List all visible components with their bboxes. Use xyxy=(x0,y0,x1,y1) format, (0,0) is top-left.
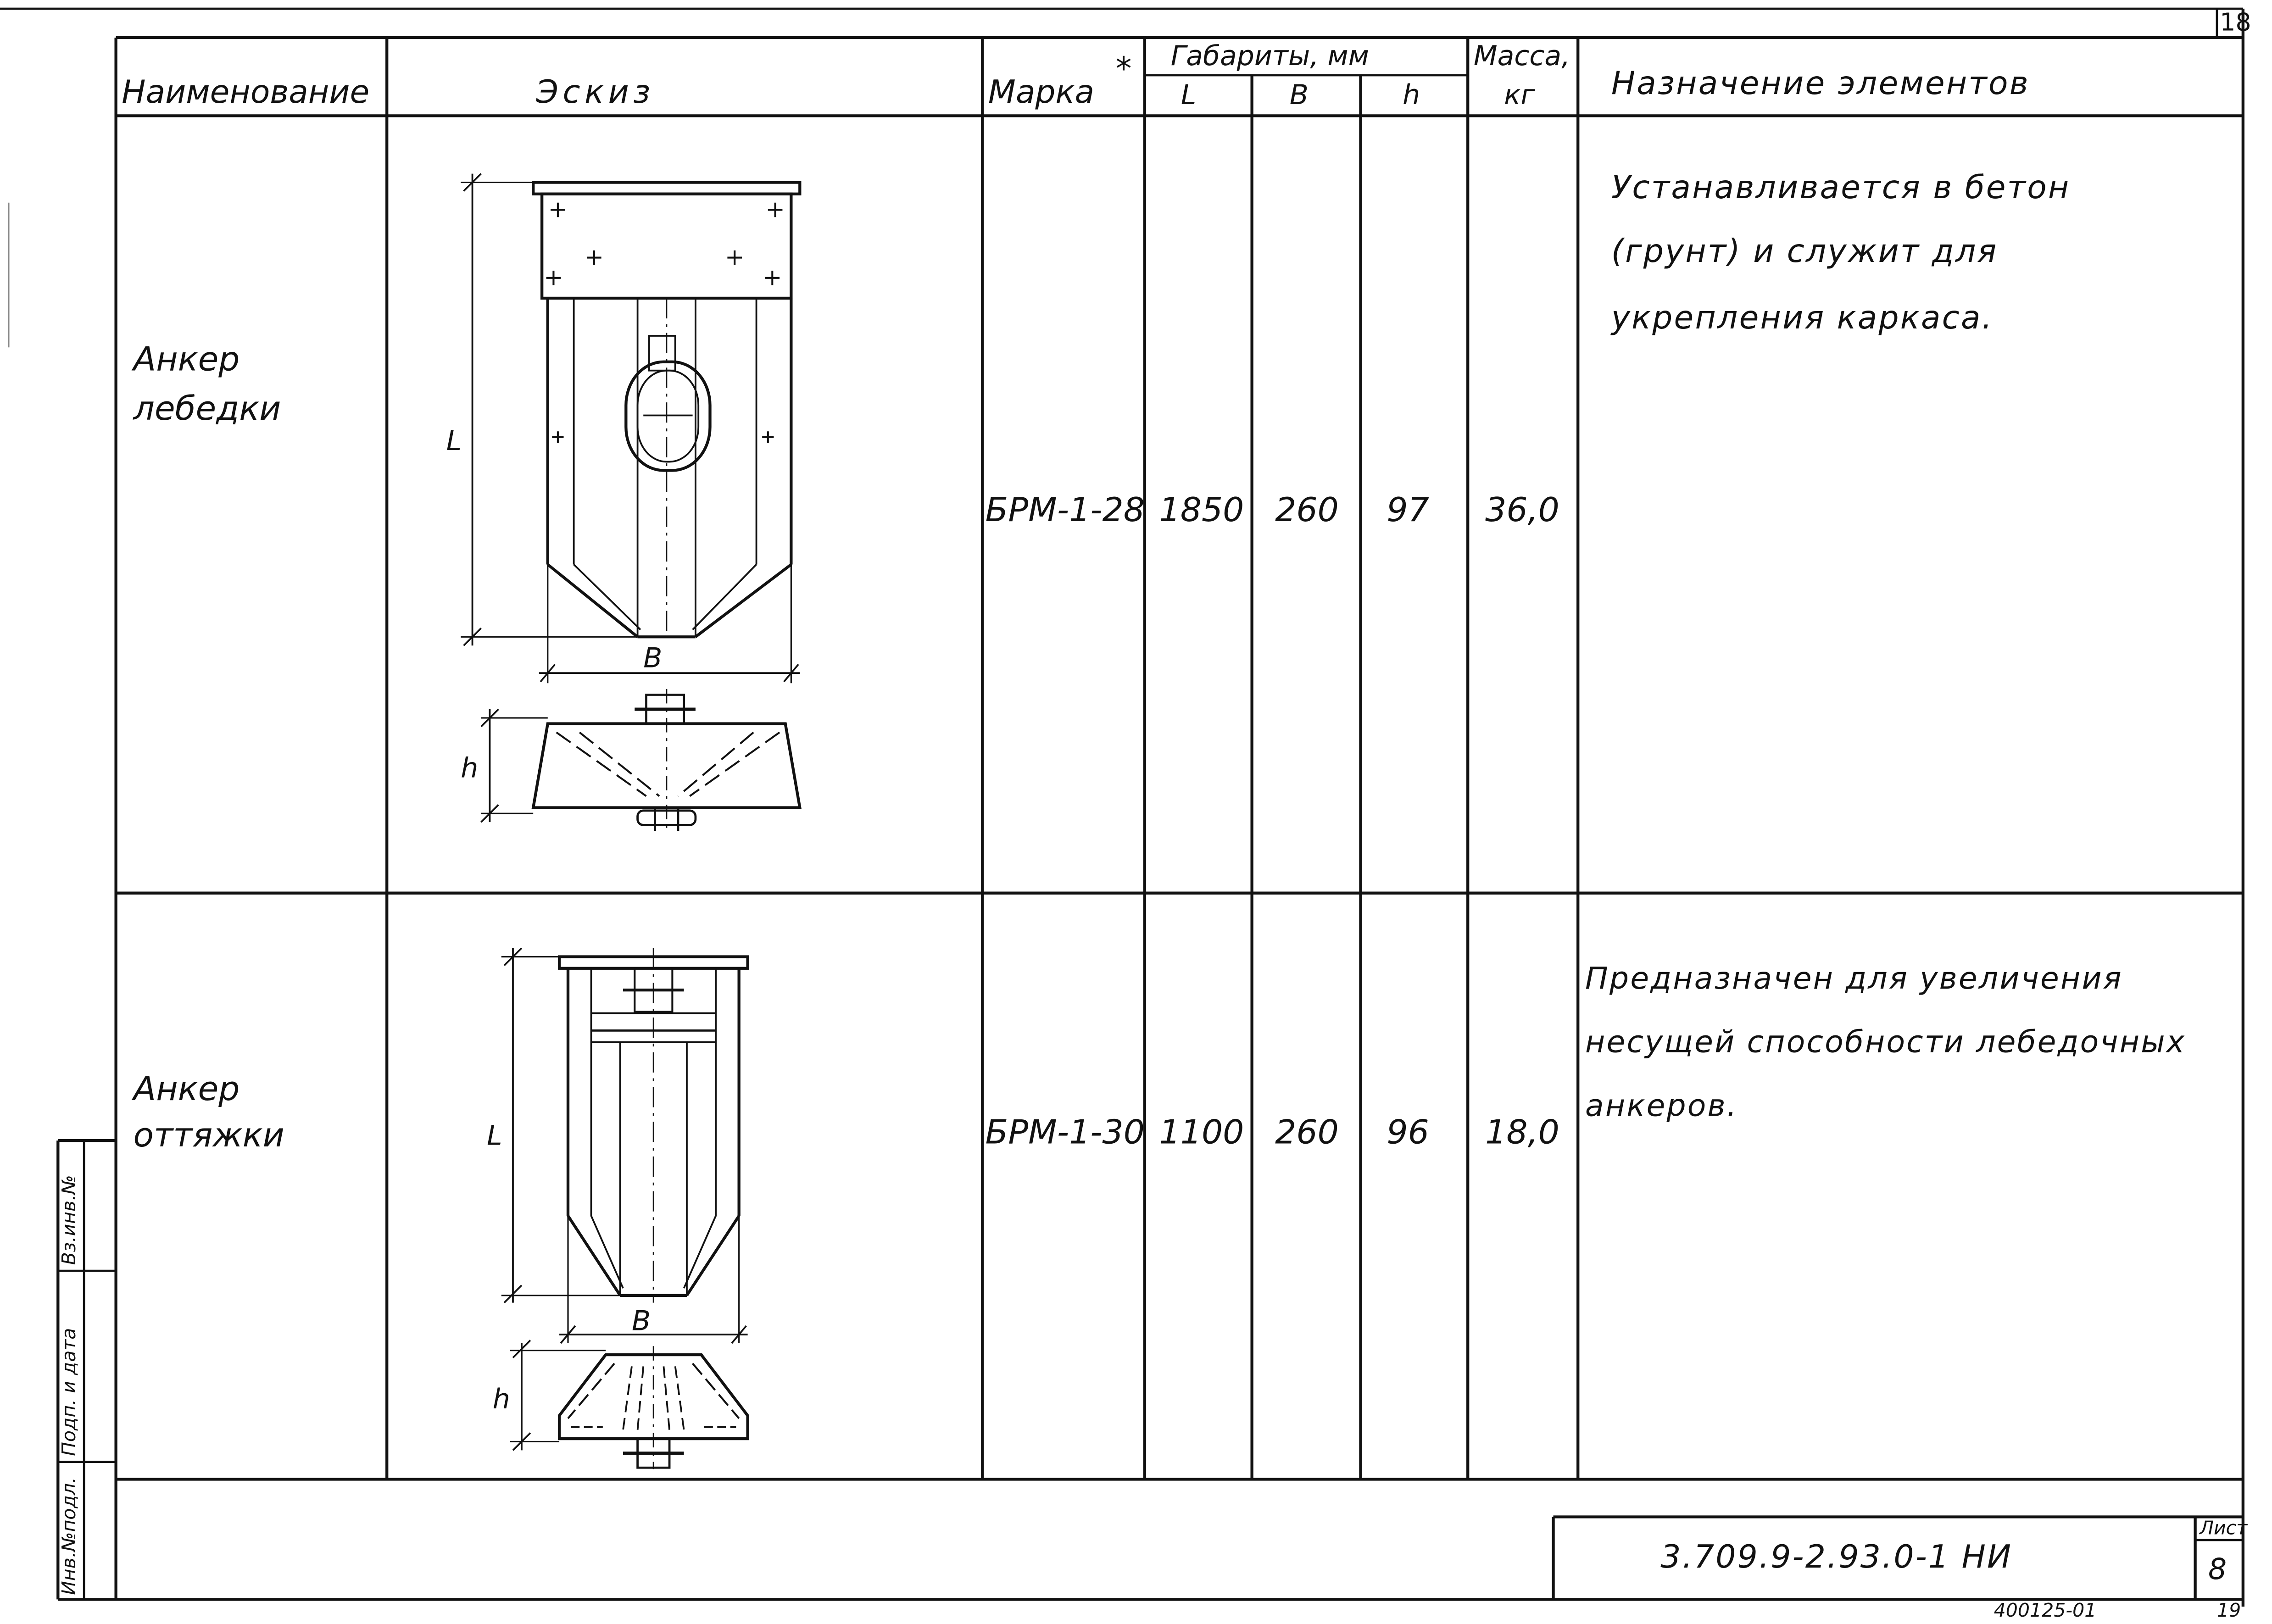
row1-purpose-line3: укрепления каркаса. xyxy=(1611,301,1994,338)
header-mass: Масса, xyxy=(1473,40,1570,72)
row1-purpose-line2: (грунт) и служит для xyxy=(1611,234,1998,271)
header-dim-b: B xyxy=(1289,79,1309,111)
sketch-guy-anchor xyxy=(501,947,749,1469)
stamp-replacement-inventory: Вз.инв.№ xyxy=(59,1175,81,1265)
sketch-winch-anchor xyxy=(461,173,802,833)
archive-code: 400125-01 xyxy=(1994,1601,2097,1623)
row1-dim-b: 260 xyxy=(1275,492,1339,530)
sheet-number: 8 xyxy=(2208,1552,2227,1586)
row2-sketch-label-b: B xyxy=(631,1305,651,1338)
row2-sketch-label-h: h xyxy=(492,1384,510,1416)
header-mark: Марка xyxy=(988,75,1095,111)
row1-sketch-label-l: L xyxy=(446,425,462,458)
row1-purpose-line1: Устанавливается в бетон xyxy=(1611,171,2071,207)
header-sketch: Эскиз xyxy=(536,75,655,111)
header-dimensions: Габариты, мм xyxy=(1170,40,1369,72)
row2-purpose-line3: анкеров. xyxy=(1585,1088,1738,1123)
stamp-signature-date: Подп. и дата xyxy=(59,1328,81,1457)
row2-dim-b: 260 xyxy=(1275,1114,1339,1152)
row1-mark: БРМ-1-28 xyxy=(985,492,1145,530)
header-dim-l: L xyxy=(1181,79,1197,111)
row2-mark: БРМ-1-30 xyxy=(985,1114,1145,1152)
sheet-label: Лист xyxy=(2200,1518,2248,1541)
corner-sheet-number: 18 xyxy=(2220,8,2251,38)
row2-name-line1: Анкер xyxy=(133,1071,240,1109)
header-name: Наименование xyxy=(122,75,370,111)
row2-dim-h: 96 xyxy=(1387,1114,1429,1152)
header-mark-asterisk: * xyxy=(1115,52,1132,89)
row1-mass: 36,0 xyxy=(1485,492,1559,530)
header-mass-unit: кг xyxy=(1504,79,1535,111)
row2-name-line2: оттяжки xyxy=(133,1117,284,1155)
header-purpose: Назначение элементов xyxy=(1611,67,2030,103)
row1-sketch-label-h: h xyxy=(461,752,479,785)
row2-purpose-line1: Предназначен для увеличения xyxy=(1585,961,2123,996)
row1-dim-h: 97 xyxy=(1387,492,1429,530)
row1-name-line1: Анкер xyxy=(133,341,240,379)
row1-sketch-label-b: B xyxy=(643,642,663,675)
row1-name-line2: лебедки xyxy=(133,390,281,428)
page-number: 19 xyxy=(2216,1601,2241,1623)
header-dim-h: h xyxy=(1403,79,1420,111)
row2-mass: 18,0 xyxy=(1485,1114,1559,1152)
row2-purpose-line2: несущей способности лебедочных xyxy=(1585,1024,2186,1060)
document-code: 3.709.9-2.93.0-1 НИ xyxy=(1660,1540,2013,1576)
stamp-inventory-original: Инв.№подл. xyxy=(59,1477,81,1595)
row2-dim-l: 1100 xyxy=(1159,1114,1244,1152)
row2-sketch-label-l: L xyxy=(487,1120,502,1152)
row1-dim-l: 1850 xyxy=(1159,492,1244,530)
